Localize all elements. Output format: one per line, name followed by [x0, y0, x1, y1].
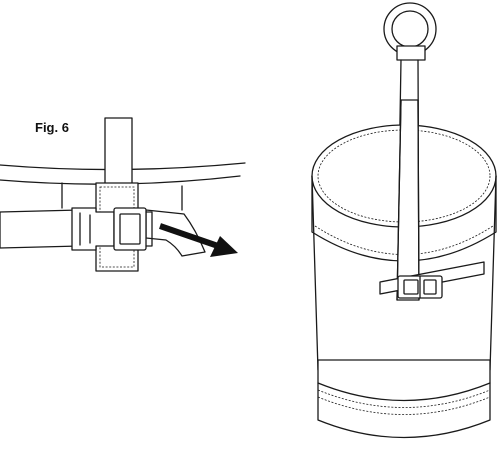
figure-label: Fig. 6	[35, 120, 69, 135]
buckle-male-part	[71, 207, 115, 251]
cylinder-bag-illustration	[311, 2, 497, 439]
vertical-strap	[104, 117, 133, 189]
ring-connector	[396, 45, 426, 61]
bag-bottom	[317, 359, 491, 439]
horizontal-strap-left	[0, 209, 81, 249]
buckle-detail-illustration	[0, 117, 246, 272]
buckle-female-part	[113, 207, 147, 251]
pull-direction-arrow-icon	[159, 223, 238, 257]
bag-buckle	[397, 275, 443, 299]
